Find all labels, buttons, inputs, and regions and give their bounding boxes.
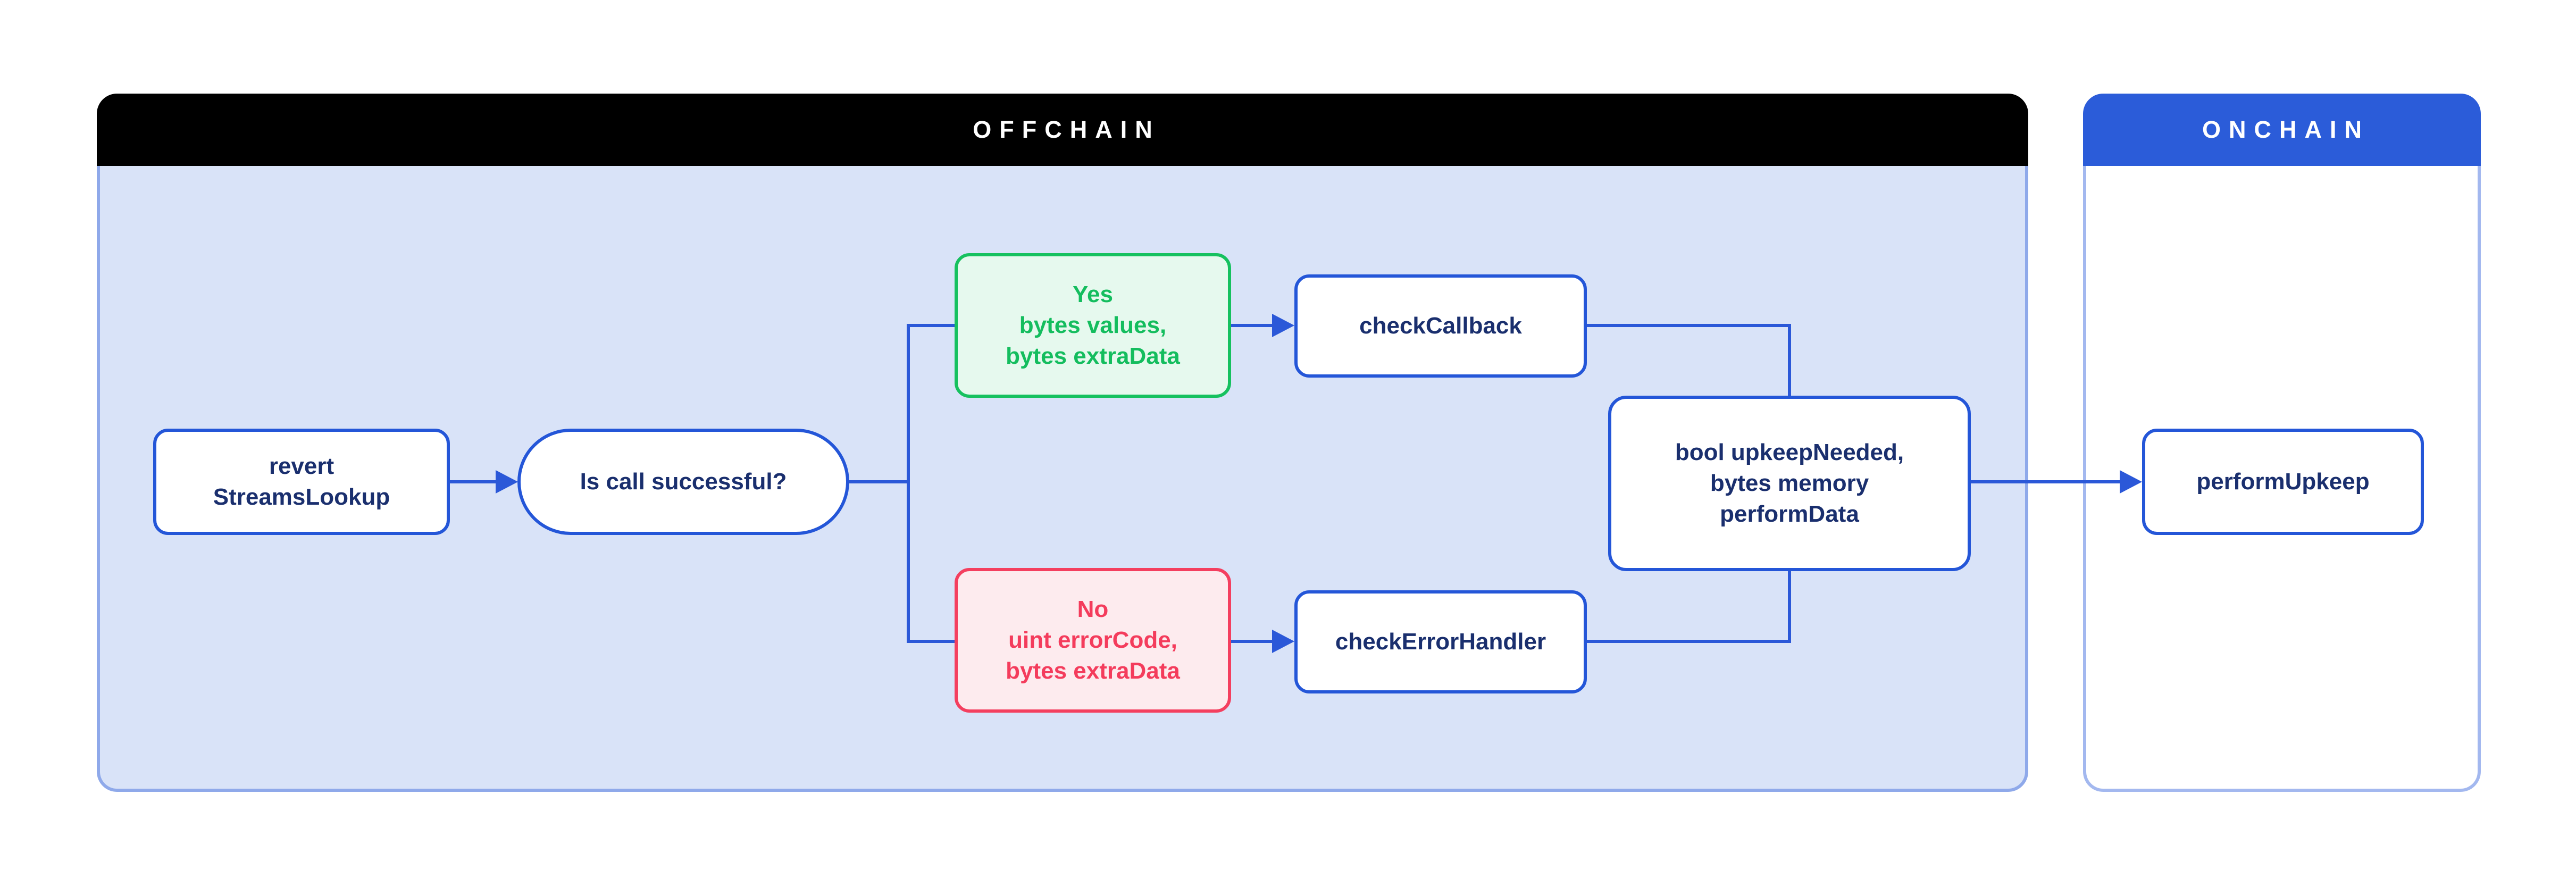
connector-checkerrorhandler-right: [1587, 640, 1791, 643]
connector-checkerrorhandler-up: [1788, 568, 1791, 643]
connector-split-to-no: [907, 640, 957, 643]
node-check-error-handler: checkErrorHandler: [1294, 590, 1587, 693]
connector-yes-to-checkcallback: [1231, 324, 1273, 327]
arrowhead-into-decision: [496, 470, 518, 494]
connector-decision-to-split: [849, 480, 910, 483]
offchain-panel-header: OFFCHAIN: [97, 94, 2028, 166]
connector-result-to-performupkeep: [1968, 480, 2121, 483]
onchain-panel-header: ONCHAIN: [2083, 94, 2481, 166]
node-perform-upkeep: performUpkeep: [2142, 429, 2424, 535]
arrowhead-into-performupkeep: [2120, 470, 2142, 494]
node-yes-branch: Yes bytes values, bytes extraData: [955, 253, 1231, 398]
node-is-call-successful: Is call successful?: [517, 429, 849, 535]
connector-split-to-yes: [907, 324, 957, 327]
arrowhead-into-checkcallback: [1272, 314, 1294, 337]
node-check-callback: checkCallback: [1294, 274, 1587, 378]
node-upkeep-result: bool upkeepNeeded, bytes memory performD…: [1608, 396, 1971, 571]
node-no-branch: No uint errorCode, bytes extraData: [955, 568, 1231, 713]
node-revert-streamslookup: revert StreamsLookup: [153, 429, 450, 535]
connector-no-to-checkerrorhandler: [1231, 640, 1273, 643]
connector-checkcallback-down: [1788, 324, 1791, 399]
onchain-title: ONCHAIN: [2202, 116, 2370, 143]
connector-branch-vertical: [907, 324, 910, 643]
arrowhead-into-checkerrorhandler: [1272, 630, 1294, 653]
connector-revert-to-decision: [450, 480, 499, 483]
offchain-title: OFFCHAIN: [973, 116, 1160, 143]
connector-checkcallback-right: [1587, 324, 1791, 327]
